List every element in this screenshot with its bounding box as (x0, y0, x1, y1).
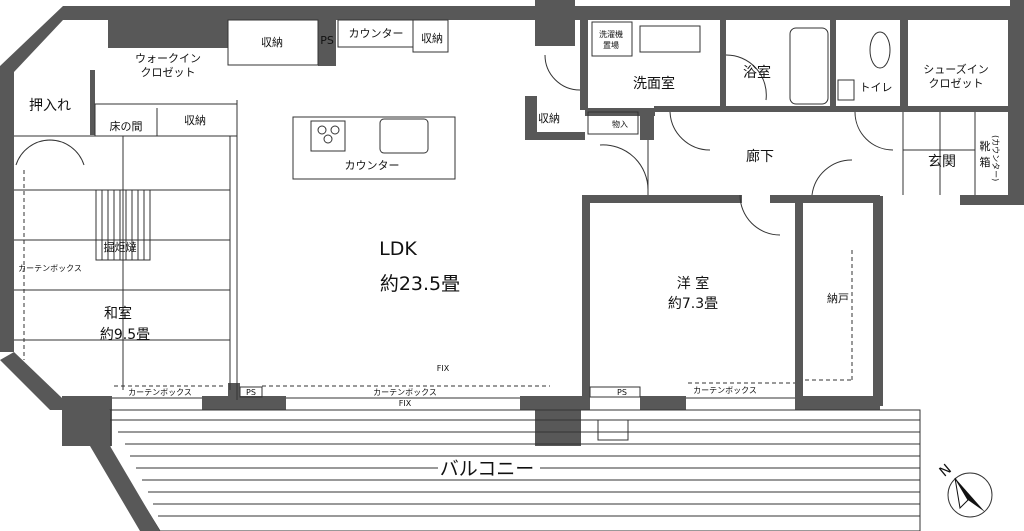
fix-window-label: FIX (399, 399, 412, 408)
storage-label: 収納 (261, 36, 283, 49)
bathroom-label: 浴室 (743, 64, 771, 81)
balcony-label: バルコニー (440, 458, 535, 480)
shoes-closet-label: シューズイン (923, 62, 988, 76)
storage-label: 収納 (184, 114, 206, 127)
tokonoma-label: 床の間 (110, 119, 143, 133)
hallway-label: 廊下 (746, 148, 774, 165)
ps-label: PS (617, 388, 627, 397)
curtain-box-label: カーテンボックス (373, 388, 437, 397)
ps-label: PS (246, 388, 256, 397)
horigotatsu-label: 掘炬燵 (104, 240, 137, 254)
walk-in-closet-label: ウォークイン (135, 52, 201, 65)
curtain-box-label: カーテンボックス (693, 386, 757, 395)
toilet-icon (869, 31, 891, 69)
oshiire-label: 押入れ (29, 98, 71, 114)
room-labels: ウォークイン クロゼット 収納 PS カウンター 収納 押入れ 床の間 収納 カ… (18, 27, 1000, 480)
western-room-size: 約7.3畳 (668, 296, 718, 312)
fix-window-label: FIX (437, 364, 450, 373)
north-arrow-icon: N (936, 461, 993, 518)
balcony (62, 409, 921, 531)
washitsu-size: 約9.5畳 (100, 327, 150, 343)
toilet-label: トイレ (860, 81, 893, 94)
bathtub-icon (789, 27, 829, 105)
shoes-closet-label-2: クロゼット (929, 77, 984, 90)
curtain-box-label: カーテンボックス (128, 388, 192, 397)
north-label: N (936, 461, 954, 480)
interior-lines (14, 19, 976, 400)
washer-label: 洗濯機 (599, 29, 623, 39)
storage-label: 収納 (421, 32, 443, 45)
western-room-label: 洋 室 (677, 275, 709, 292)
drain-icon (597, 419, 629, 441)
horigotatsu-slats (101, 190, 145, 260)
washer-label-2: 置場 (603, 40, 619, 50)
closet-label: 物入 (612, 119, 628, 129)
washitsu-label: 和室 (104, 305, 132, 322)
ps-label: PS (320, 34, 334, 47)
shoe-box-label: 靴 (980, 139, 991, 153)
stove-icon (310, 120, 346, 152)
walk-in-closet-label-2: クロゼット (141, 66, 196, 79)
counter-label: カウンター (349, 27, 404, 40)
storeroom-label: 納戸 (827, 292, 849, 305)
walls (0, 0, 1024, 446)
ldk-size: 約23.5畳 (380, 273, 460, 295)
entrance-label: 玄関 (928, 153, 956, 170)
sink-icon (379, 118, 429, 154)
kitchen-counter-label: カウンター (345, 159, 400, 172)
shoe-box-note: (カウンター) (991, 135, 1000, 181)
storage-label: 収納 (538, 112, 560, 125)
shoe-box-label-2: 箱 (980, 155, 991, 169)
ldk-label: LDK (379, 238, 417, 260)
horigotatsu-grid (95, 189, 151, 261)
washroom-label: 洗面室 (633, 75, 675, 92)
curtain-box-label: カーテンボックス (18, 264, 82, 273)
